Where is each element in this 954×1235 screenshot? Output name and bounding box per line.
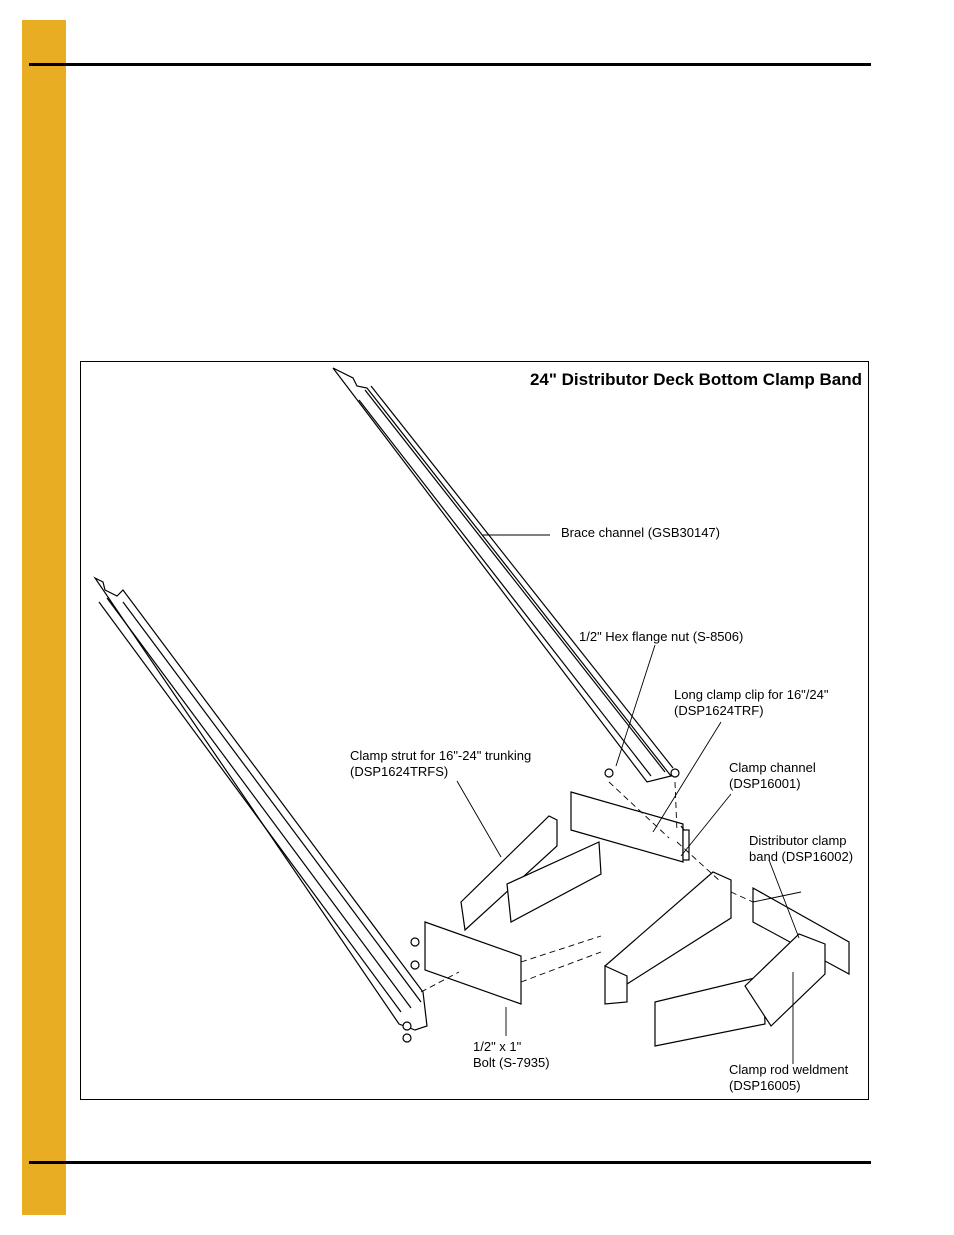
- callout-long-clamp-clip: Long clamp clip for 16"/24" (DSP1624TRF): [674, 687, 828, 719]
- callout-text: Clamp strut for 16"-24" trunking: [350, 748, 532, 763]
- assembly-dashed-lines: [420, 781, 754, 993]
- callout-bolt: 1/2" x 1" Bolt (S-7935): [473, 1039, 550, 1071]
- hardware-nuts: [402, 768, 680, 1043]
- exploded-parts-diagram: [93, 367, 850, 1064]
- callout-text: Bolt (S-7935): [473, 1055, 550, 1070]
- brace-channel-lower: [93, 576, 428, 1031]
- callout-text: 1/2" Hex flange nut (S-8506): [579, 629, 744, 644]
- callout-text: (DSP1624TRFS): [350, 764, 449, 779]
- footer-rule: [29, 1161, 871, 1164]
- callout-text: (DSP16005): [729, 1078, 801, 1093]
- leader-lines: [456, 534, 802, 1064]
- header-rule: [29, 63, 871, 66]
- side-color-tab: [22, 20, 66, 1215]
- callout-clamp-strut: Clamp strut for 16"-24" trunking (DSP162…: [350, 748, 531, 780]
- clamp-channel: [604, 871, 732, 1005]
- callout-text: Clamp rod weldment: [729, 1062, 849, 1077]
- callout-text: Brace channel (GSB30147): [561, 525, 720, 540]
- callout-clamp-channel: Clamp channel (DSP16001): [729, 760, 816, 792]
- figure-title: 24" Distributor Deck Bottom Clamp Band: [529, 370, 862, 389]
- clamp-strut-2: [424, 921, 522, 1005]
- callout-text: (DSP1624TRF): [674, 703, 764, 718]
- clamp-rod-weldment: [744, 933, 826, 1027]
- callout-clamp-rod-weldment: Clamp rod weldment (DSP16005): [729, 1062, 848, 1094]
- callout-distributor-clamp-band: Distributor clamp band (DSP16002): [749, 833, 853, 865]
- callout-text: 1/2" x 1": [473, 1039, 522, 1054]
- callout-brace-channel: Brace channel (GSB30147): [561, 525, 720, 541]
- callout-hex-flange-nut: 1/2" Hex flange nut (S-8506): [579, 629, 743, 645]
- callout-text: (DSP16001): [729, 776, 801, 791]
- callout-text: Long clamp clip for 16"/24": [674, 687, 829, 702]
- long-clamp-clip: [570, 791, 690, 863]
- clamp-strut-1: [460, 815, 602, 932]
- callout-text: band (DSP16002): [749, 849, 854, 864]
- clamp-band-figure: 24" Distributor Deck Bottom Clamp Band B…: [80, 361, 869, 1100]
- brace-channel-upper: [332, 367, 674, 783]
- callout-text: Distributor clamp: [749, 833, 847, 848]
- callout-text: Clamp channel: [729, 760, 816, 775]
